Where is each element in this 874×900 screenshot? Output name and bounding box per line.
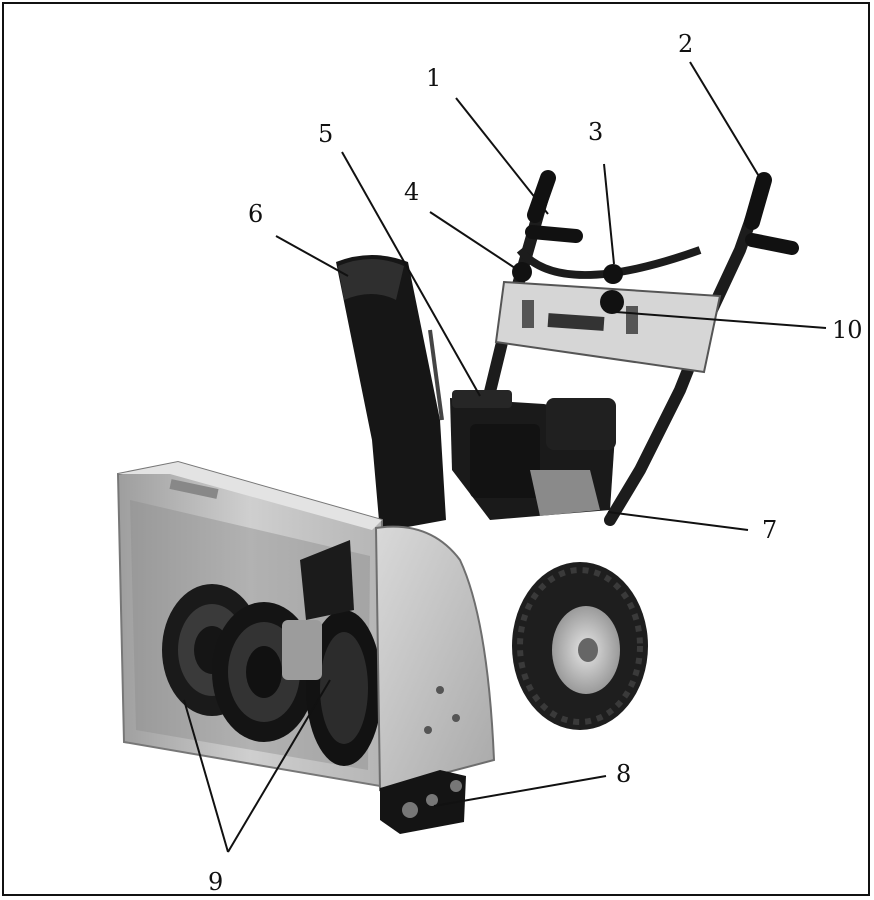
cross-bar: [516, 246, 702, 279]
callout-10: 10: [832, 316, 863, 344]
engine: [450, 390, 616, 520]
auger-right: [306, 610, 382, 766]
ignition-knob: [600, 290, 624, 314]
leader-6: [275, 235, 349, 277]
leader-9a: [183, 699, 229, 853]
discharge-chute: [336, 255, 446, 532]
gearbox: [282, 620, 322, 680]
wheel: [512, 562, 648, 730]
callout-1: 1: [426, 64, 441, 92]
callout-7: 7: [762, 516, 777, 544]
callout-8: 8: [616, 760, 631, 788]
callout-4: 4: [404, 178, 419, 206]
leader-5: [341, 151, 481, 397]
chute-knob: [603, 264, 623, 284]
callout-6: 6: [248, 200, 263, 228]
leader-8: [433, 775, 607, 807]
callout-3: 3: [588, 118, 603, 146]
skid-shoe: [380, 770, 466, 834]
leader-1: [455, 97, 549, 215]
leader-4: [429, 211, 519, 271]
leader-10: [615, 311, 827, 329]
callout-9: 9: [208, 868, 223, 896]
leader-3: [603, 163, 615, 265]
leader-lines: [183, 61, 827, 853]
callout-5: 5: [318, 120, 333, 148]
leader-9b: [227, 679, 331, 853]
leader-7: [607, 511, 749, 531]
speed-knob: [512, 262, 532, 282]
callout-2: 2: [678, 30, 693, 58]
side-plate: [374, 525, 496, 792]
control-panel: [494, 280, 722, 374]
leader-2: [689, 61, 761, 179]
